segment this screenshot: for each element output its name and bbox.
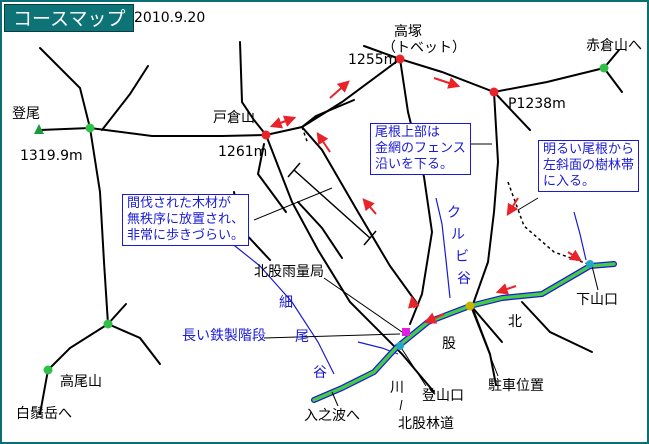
valley-kurubi: ク ル ビ 谷 (447, 202, 471, 290)
route-arrows (269, 77, 582, 324)
label-noboo-elev: 1319.9m (20, 148, 83, 164)
note-ridge-upper: 尾根上部は 金網のフェンス 沿いを下る。 (370, 123, 471, 175)
felled-timber-section (287, 162, 377, 246)
junction-marker (103, 319, 113, 329)
label-stairs: 長い鉄製階段 (182, 328, 266, 344)
label-tozanguchi: 登山口 (422, 388, 464, 404)
takatsuka-marker (395, 54, 405, 64)
label-tokurayama-elev: 1261m (218, 144, 268, 160)
label-p1238: P1238m (508, 96, 566, 112)
valley-kurubi-char: ル (451, 227, 465, 243)
label-rain-gauge: 北股雨量局 (254, 264, 324, 280)
valley-hosoo: 細 尾 谷 (278, 292, 327, 381)
label-gezanguchi: 下山口 (576, 292, 618, 308)
note-felled-timber: 間伐された木材が 無秩序に放置され、 非常に歩きづらい。 (122, 194, 250, 246)
note-bright-ridge: 明るい尾根から 左斜面の樹林帯 に入る。 (538, 140, 640, 192)
tokurayama-marker (261, 130, 271, 140)
leader-lines (253, 143, 599, 411)
valley-kitamata-char: 川 (390, 380, 404, 396)
akakurayama-junction-marker (599, 63, 609, 73)
p1238-marker (489, 87, 499, 97)
tozanguchi-marker (396, 342, 404, 350)
valley-kitamata-char: 北 (508, 314, 522, 330)
noboo-summit-triangle (34, 124, 44, 134)
noboo-junction-marker (85, 123, 95, 133)
streams (229, 197, 587, 375)
map-date: 2010.9.20 (134, 10, 206, 26)
stairs-marker (402, 328, 410, 336)
label-irinohami: 入之波へ (304, 408, 360, 424)
parking-marker (465, 301, 475, 311)
valley-kurubi-char: ク (447, 205, 461, 221)
label-shirahigedake: 白鬚岳へ (16, 406, 72, 422)
label-kitamata-rindo: 北股林道 (398, 416, 454, 432)
valley-hosoo-char: 尾 (295, 329, 309, 345)
label-takatsuka: 高塚 (394, 24, 422, 40)
label-tokurayama: 戸倉山 (213, 110, 255, 126)
gezanguchi-marker (586, 260, 594, 268)
label-parking: 駐車位置 (488, 378, 544, 394)
takaoyama-marker (43, 365, 53, 375)
label-takaoyama: 高尾山 (60, 374, 102, 390)
label-takatsuka-elev: 1255m (348, 52, 398, 68)
label-takatsuka-alias: （トベット） (382, 40, 466, 56)
map-title: コースマップ (4, 4, 135, 32)
valley-hosoo-char: 谷 (313, 365, 327, 381)
valley-kurubi-char: ビ (455, 249, 469, 265)
valley-kurubi-char: 谷 (457, 271, 471, 287)
label-akakurayama: 赤倉山へ (586, 38, 642, 54)
valley-hosoo-char: 細 (279, 295, 293, 311)
ridge-lines (39, 41, 623, 415)
valley-kitamata-char: 股 (442, 336, 456, 352)
forest-road-fill (312, 262, 616, 402)
label-noboo: 登尾 (12, 106, 40, 122)
